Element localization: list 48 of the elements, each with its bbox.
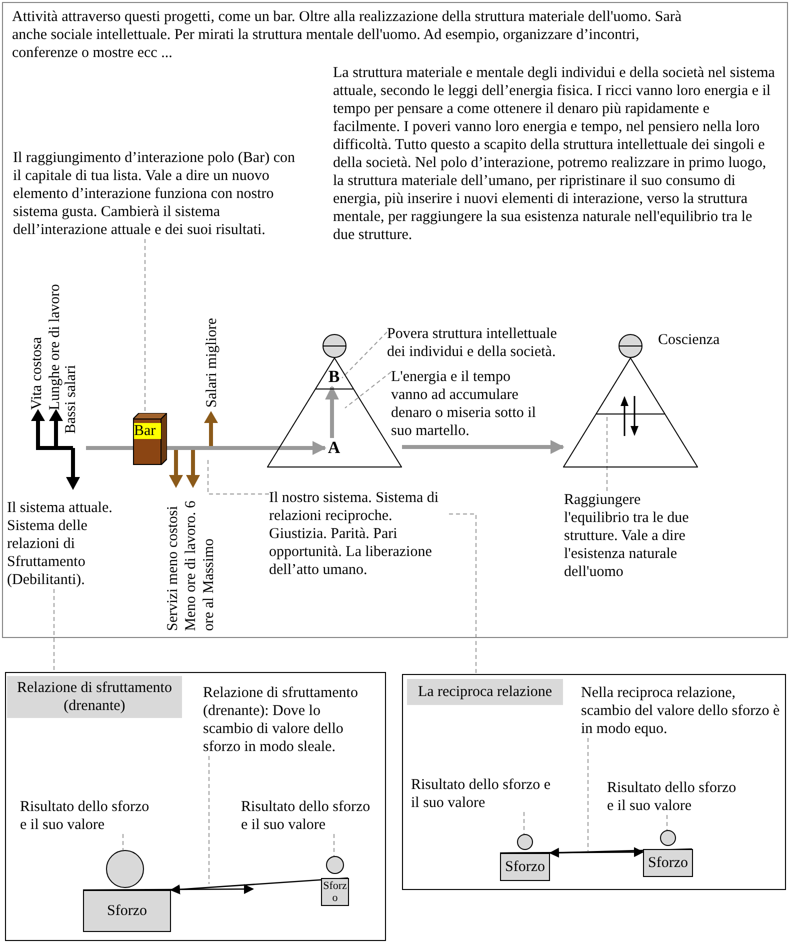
annotation-text: Il nostro sistema. Sistema di relazioni reciproche. Giustizia. Parità. Pari opportunità. La liberazione dell’atto umano. <box>269 489 449 579</box>
annotation-text: Risultato dello sforzo e il suo valore <box>411 776 551 812</box>
ball <box>660 830 676 846</box>
annotation-text: Povera struttura intellettuale dei individui e della società. <box>387 325 573 361</box>
annotation-text: Risultato dello sforzo e il suo valore <box>20 798 159 834</box>
panel <box>402 674 786 890</box>
effort-block: Sforzo <box>321 878 349 906</box>
ball <box>517 834 533 850</box>
annotation-text: Risultato dello sforzo e il suo valore <box>607 779 741 815</box>
effort-block: Sforzo <box>83 890 171 932</box>
exchange-arrow <box>83 884 254 894</box>
section-header: Relazione di sfruttamento (drenante) <box>7 676 182 718</box>
leader-line <box>122 834 124 850</box>
vertical-label: Vita costosa <box>28 337 46 410</box>
leader-line <box>344 372 392 408</box>
leader-line <box>208 458 270 494</box>
effort-block: Sforzo <box>500 853 550 881</box>
leader-line <box>144 238 146 414</box>
annotation-text: Nella reciproca relazione, scambio del valore dello sforzo è in modo equo. <box>581 684 785 738</box>
leader-line <box>666 814 668 830</box>
flow-arrow <box>402 440 564 454</box>
leader-line <box>208 756 210 884</box>
annotation-text: L'energia e il tempo vanno ad accumulare denaro o miseria sotto il suo martello. <box>391 368 549 440</box>
leader-line <box>448 514 476 674</box>
annotation-text: Il raggiungimento d’interazione polo (Bar) con il capitale di tua lista. Vale a dire un nuovo elemento d’interazione funziona con nostro sistema gusta. Cambierà il sistema dell’interazione attuale e dei suoi risultati. <box>13 149 295 239</box>
exchange-arrow <box>170 877 348 894</box>
paragraph: La struttura materiale e mentale degli individui e della società nel sistema attuale, secondo le leggi dell’energia fisica. I ricci vanno loro energia e il tempo per pensare a come ottenere il denaro più rapidamente e facilmente. I poveri vanno loro energia e tempo, nel pensiero nella loro difficoltà. Tutto questo a scapito della struttura intellettuale dei singoli e della società. Nel polo d’interazione, potremo realizzare in primo luogo, la struttura materiale dell’umano, per ripristinare il suo consumo di energia, più inserire i nuovi elementi di interazione, verso la struttura mentale, per raggiungere la sua esistenza naturale nell'equilibrio tra le due strutture. <box>333 64 775 244</box>
effort-block: Sforzo <box>643 849 693 877</box>
node-label: Coscienza <box>658 331 720 349</box>
annotation-text: Il sistema attuale. Sistema delle relazioni di Sfruttamento (Debilitanti). <box>7 499 129 589</box>
flow-arrow <box>325 386 339 438</box>
letter-label: A <box>325 438 343 458</box>
section-header: La reciproca relazione <box>407 679 563 705</box>
paragraph: Attività attraverso questi progetti, come un bar. Oltre alla realizzazione della struttura materiale dell'uomo. Sarà anche sociale intellettuale. Per mirati la struttura mentale dell'uomo. Ad esempio, organizzare d’incontri, conferenze o mostre ecc ... <box>12 8 683 62</box>
vertical-label: Meno ore di lavoro. 6 ore al Massimo <box>182 500 218 631</box>
panel <box>2 2 788 638</box>
annotation-text: Raggiungere l'equilibrio tra le due strutture. Vale a dire l'esistenza naturale dell'uomo <box>564 491 700 581</box>
annotation-text: Relazione di sfruttamento (drenante): Dove lo scambio di valore dello sforzo in modo sleale. <box>203 684 371 756</box>
panel <box>5 672 386 941</box>
ball <box>106 850 144 888</box>
vertical-label: Lunghe ore di lavoro <box>46 284 64 410</box>
vertical-label: Bassi salari <box>62 365 80 434</box>
annotation-text: Risultato dello sforzo e il suo valore <box>241 798 380 834</box>
letter-label: B <box>326 367 342 387</box>
leader-line <box>342 332 388 378</box>
vertical-label: Servizi meno costosi <box>164 505 182 631</box>
ball <box>326 856 344 874</box>
vertical-label: Salari migliore <box>203 318 221 408</box>
